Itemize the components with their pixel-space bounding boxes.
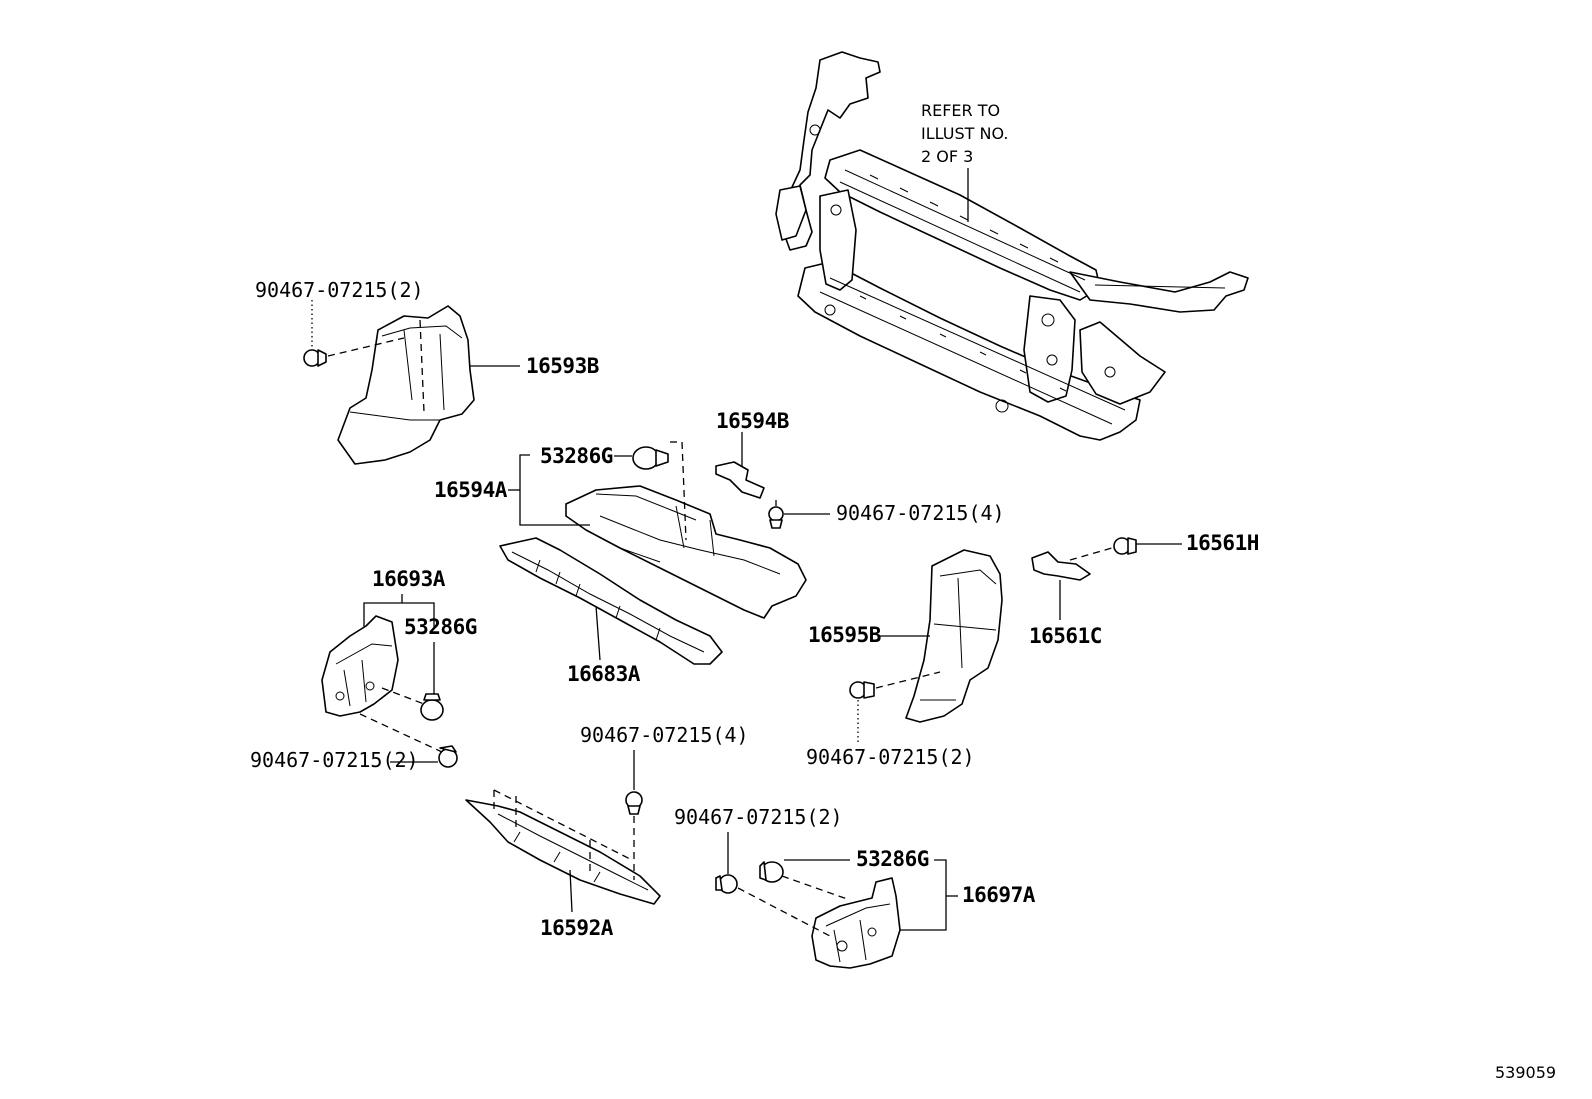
part-16593B [337,305,475,465]
figure-number: 539059 [1495,1063,1556,1082]
screw-icon [625,791,643,815]
callout-90467-07215-bottom: 90467-07215(2) [674,805,843,829]
callout-16594B: 16594B [716,409,789,433]
callout-53286G-top: 53286G [540,444,613,468]
callout-16592A: 16592A [540,916,614,940]
callout-16561H: 16561H [1186,531,1259,555]
clip-icon [420,693,444,721]
part-16683A [499,537,723,665]
screw-icon [438,745,458,768]
screw-icon [768,506,784,529]
refer-note-line-1: REFER TO [921,101,1000,120]
callout-16561C: 16561C [1029,624,1102,648]
callout-90467-07215-4-lower: 90467-07215(4) [580,723,749,747]
callout-90467-07215-left: 90467-07215(2) [250,748,419,772]
part-16697A [811,877,901,969]
callout-16683A: 16683A [567,662,641,686]
clip-icon [759,861,784,883]
part-16594B [715,461,765,499]
callout-16593B: 16593B [526,354,599,378]
callout-16697A: 16697A [962,883,1036,907]
part-16693A [321,615,399,717]
screw-icon [715,874,738,894]
part-16595B [905,549,1003,723]
callout-90467-07215-right: 90467-07215(2) [806,745,975,769]
callout-16693A: 16693A [372,567,446,591]
callout-53286G-bottom: 53286G [856,847,929,871]
part-16561C [1031,551,1091,581]
part-16592A [465,799,661,905]
screw-icon [303,349,327,367]
part-16594A [565,485,807,619]
screw-icon [1113,537,1137,555]
screw-icon [849,681,875,699]
callout-90467-07215-top-left: 90467-07215(2) [255,278,424,302]
callout-53286G-left: 53286G [404,615,477,639]
callout-90467-07215-4-upper: 90467-07215(4) [836,501,1005,525]
refer-note-line-3: 2 OF 3 [921,147,973,166]
callout-16594A: 16594A [434,478,508,502]
callout-16595B: 16595B [808,623,881,647]
refer-note-line-2: ILLUST NO. [921,124,1008,143]
radiator-support-assembly [775,51,1249,441]
clip-icon [632,446,669,470]
